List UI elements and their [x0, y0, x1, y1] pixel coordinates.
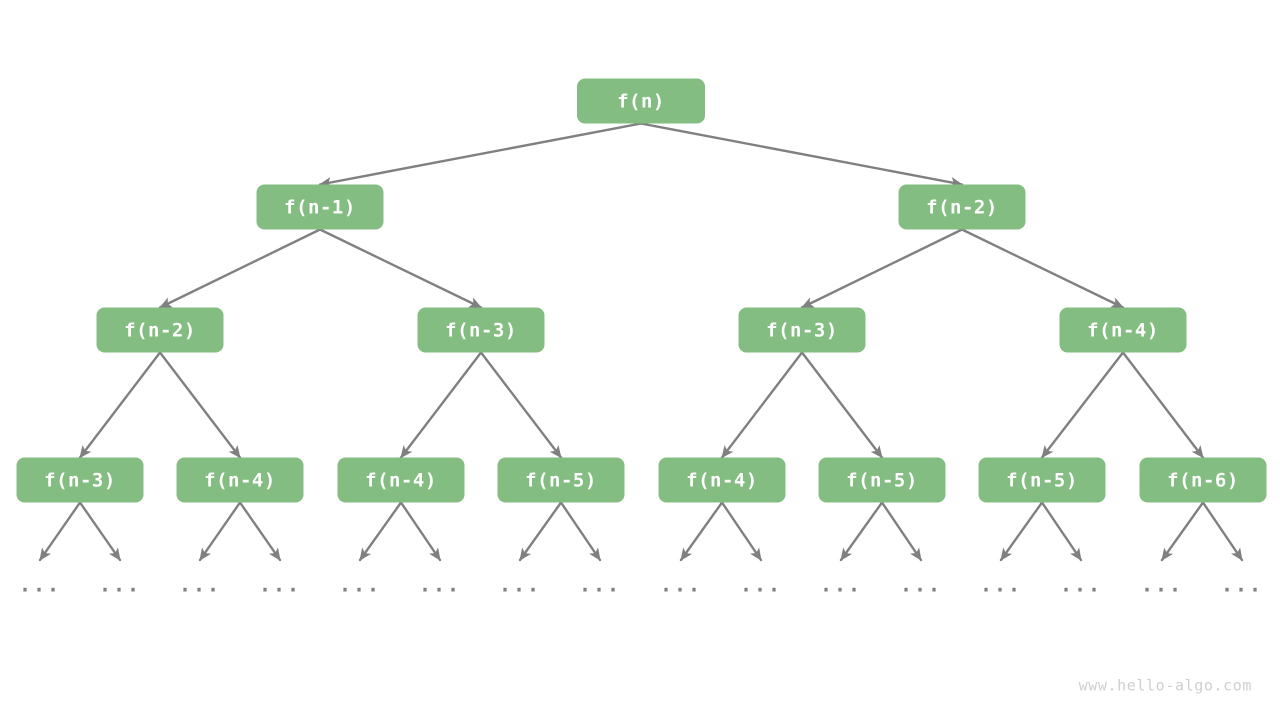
tree-node-label: f(n-3) [44, 470, 116, 492]
tree-node-label: f(n-4) [204, 470, 276, 492]
tree-edge-terminal [720, 501, 763, 562]
ellipsis-label: ... [19, 573, 61, 597]
tree-node-box [337, 457, 465, 503]
ellipsis-label: ... [740, 573, 782, 597]
tree-edge-terminal [999, 501, 1044, 562]
tree-node-label: f(n-1) [284, 197, 356, 219]
ellipsis-label: ... [1141, 573, 1183, 597]
tree-node-box [417, 307, 545, 353]
tree-node[interactable]: f(n-2) [96, 307, 224, 353]
tree-edge [158, 351, 242, 459]
ellipsis-label: ... [419, 573, 461, 597]
ellipsis-label: ... [820, 573, 862, 597]
tree-edge-terminal [559, 501, 602, 562]
tree-edge [158, 228, 322, 309]
tree-node-label: f(n-4) [686, 470, 758, 492]
tree-edge [318, 122, 643, 188]
ellipsis-labels-layer: ........................................… [19, 573, 1263, 597]
tree-node[interactable]: f(n-5) [497, 457, 625, 503]
tree-node-box [577, 78, 705, 124]
tree-node[interactable]: f(n-3) [16, 457, 144, 503]
tree-node-label: f(n-5) [1006, 470, 1078, 492]
tree-edge-terminal [358, 501, 403, 562]
ellipsis-label: ... [1221, 573, 1263, 597]
nodes-layer: f(n) f(n-1) f(n-2) f(n-2) f(n-3) f(n-3) f(n-4)… [16, 78, 1267, 503]
tree-edge-terminal [839, 501, 884, 562]
ellipsis-label: ... [339, 573, 381, 597]
tree-edge-terminal [78, 501, 122, 562]
ellipsis-arrows-layer [38, 501, 1244, 562]
tree-edge [1121, 351, 1205, 459]
tree-edge [800, 351, 884, 459]
tree-node-box [96, 307, 224, 353]
ellipsis-label: ... [579, 573, 621, 597]
tree-edge-terminal [518, 501, 563, 562]
tree-node-label: f(n) [617, 91, 665, 113]
tree-node-box [497, 457, 625, 503]
tree-node-box [818, 457, 946, 503]
tree-edge [800, 228, 964, 309]
tree-node-label: f(n-4) [1087, 320, 1159, 342]
tree-node-box [738, 307, 866, 353]
tree-edge-terminal [1040, 501, 1083, 562]
tree-node-box [978, 457, 1106, 503]
tree-node[interactable]: f(n-5) [818, 457, 946, 503]
tree-node-box [16, 457, 144, 503]
tree-edge-terminal [238, 501, 282, 562]
ellipsis-label: ... [900, 573, 942, 597]
tree-node[interactable]: f(n-4) [1059, 307, 1187, 353]
tree-edge [960, 228, 1125, 309]
ellipsis-label: ... [259, 573, 301, 597]
tree-node-label: f(n-2) [926, 197, 998, 219]
ellipsis-label: ... [660, 573, 702, 597]
ellipsis-label: ... [99, 573, 141, 597]
ellipsis-label: ... [1060, 573, 1102, 597]
tree-node[interactable]: f(n-4) [658, 457, 786, 503]
tree-node-label: f(n-3) [766, 320, 838, 342]
tree-node[interactable]: f(n-2) [898, 184, 1026, 230]
tree-node-label: f(n-5) [525, 470, 597, 492]
tree-node-label: f(n-2) [124, 320, 196, 342]
tree-node[interactable]: f(n-3) [738, 307, 866, 353]
watermark-label: www.hello-algo.com [1079, 677, 1252, 695]
tree-edge-terminal [198, 501, 242, 562]
tree-edge [479, 351, 563, 459]
tree-node-box [176, 457, 304, 503]
tree-edge-terminal [1201, 501, 1244, 562]
ellipsis-label: ... [179, 573, 221, 597]
tree-edge [639, 122, 964, 188]
tree-edge [78, 351, 162, 459]
tree-node-box [658, 457, 786, 503]
tree-edge [1040, 351, 1125, 459]
ellipsis-label: ... [499, 573, 541, 597]
tree-node[interactable]: f(n-1) [256, 184, 384, 230]
tree-node-box [1139, 457, 1267, 503]
tree-edge-terminal [399, 501, 442, 562]
tree-edge [720, 351, 804, 459]
tree-node-label: f(n-5) [846, 470, 918, 492]
tree-node-label: f(n-3) [445, 320, 517, 342]
tree-node-box [898, 184, 1026, 230]
tree-node[interactable]: f(n-4) [176, 457, 304, 503]
tree-node[interactable]: f(n-5) [978, 457, 1106, 503]
tree-node[interactable]: f(n-3) [417, 307, 545, 353]
tree-node-box [1059, 307, 1187, 353]
tree-edge-terminal [38, 501, 82, 562]
tree-edge [399, 351, 483, 459]
tree-node-label: f(n-4) [365, 470, 437, 492]
tree-edge-terminal [1160, 501, 1205, 562]
edges-layer [78, 122, 1205, 459]
tree-node[interactable]: f(n-6) [1139, 457, 1267, 503]
tree-node-label: f(n-6) [1167, 470, 1239, 492]
ellipsis-label: ... [980, 573, 1022, 597]
tree-edge [318, 228, 483, 309]
tree-node-box [256, 184, 384, 230]
tree-edge-terminal [880, 501, 923, 562]
tree-edge-terminal [679, 501, 724, 562]
tree-node[interactable]: f(n-4) [337, 457, 465, 503]
tree-node[interactable]: f(n) [577, 78, 705, 124]
